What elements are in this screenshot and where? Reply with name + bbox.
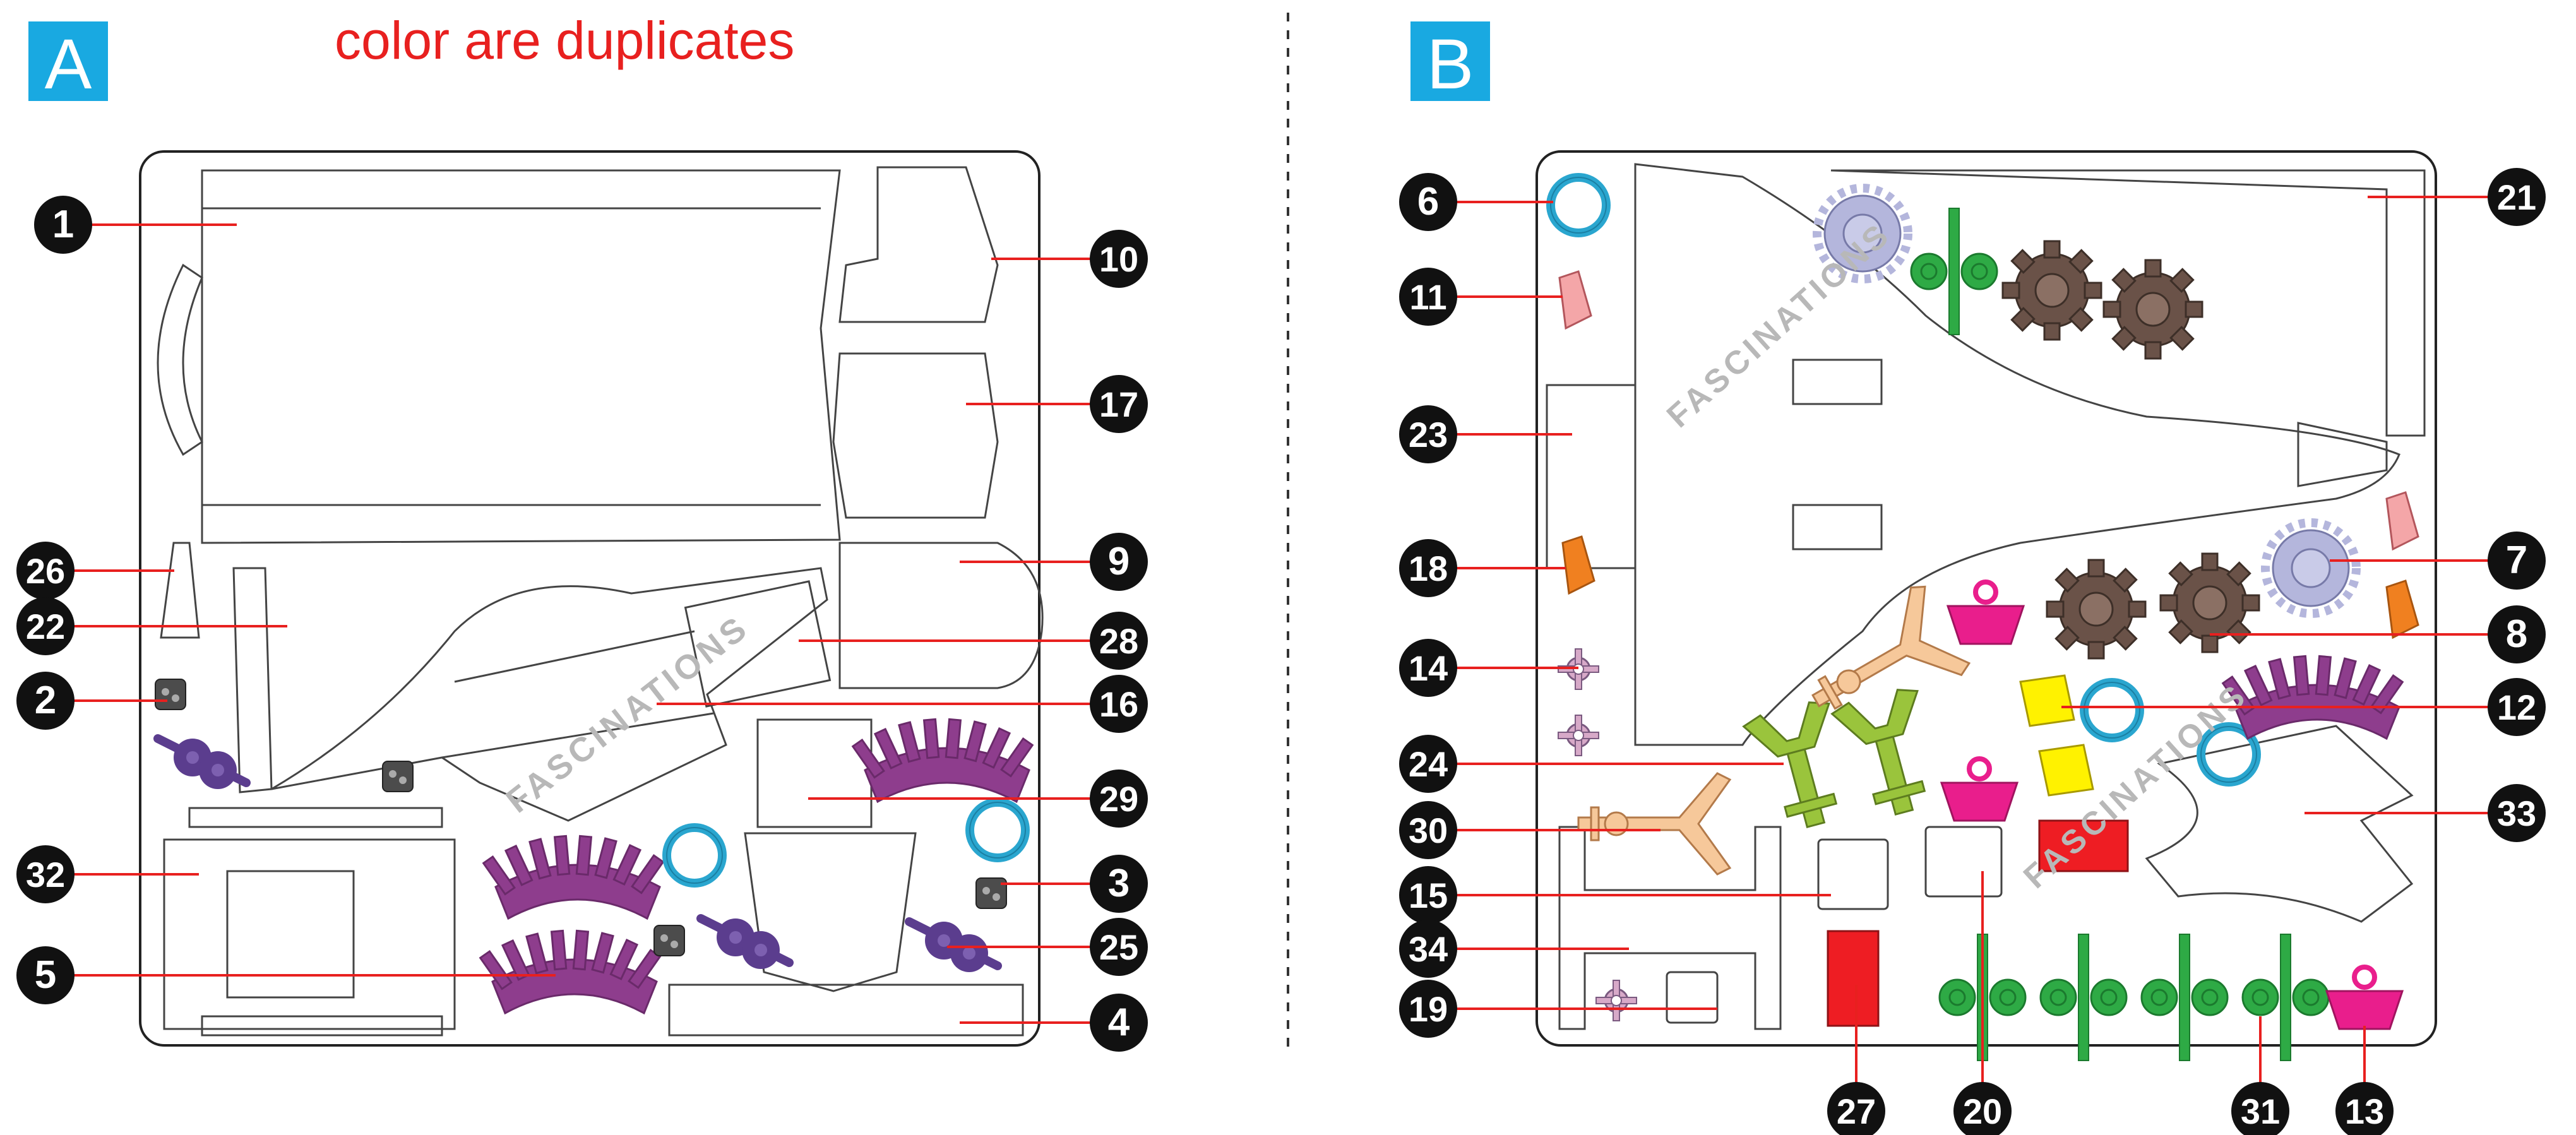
callout-number-19: 19 xyxy=(1409,989,1448,1029)
callout-number-33: 33 xyxy=(2497,793,2536,833)
callout-number-30: 30 xyxy=(1409,811,1448,850)
sheet-b-letter: B xyxy=(1427,25,1474,104)
callout-number-10: 10 xyxy=(1099,239,1138,279)
dark-gear-piece-a4 xyxy=(654,925,684,956)
dark-gear-piece-a1 xyxy=(155,679,186,710)
callout-number-22: 22 xyxy=(26,607,65,646)
callout-number-6: 6 xyxy=(1417,180,1439,223)
brown-b-gear-b1 xyxy=(2003,241,2101,340)
callout-number-5: 5 xyxy=(35,953,56,997)
duplicate-color-caption: color are duplicates xyxy=(335,11,794,70)
callout-number-13: 13 xyxy=(2345,1091,2384,1131)
yellow-box-piece-b1 xyxy=(2020,675,2074,726)
callout-number-11: 11 xyxy=(1409,277,1446,317)
yellow-box-piece-b2 xyxy=(2039,745,2093,795)
callout-number-14: 14 xyxy=(1409,648,1448,688)
callout-number-32: 32 xyxy=(26,855,65,894)
callout-number-28: 28 xyxy=(1099,621,1138,661)
callout-number-31: 31 xyxy=(2241,1091,2280,1131)
callout-number-1: 1 xyxy=(52,203,74,246)
callout-number-17: 17 xyxy=(1099,384,1138,424)
red-box-piece-b2 xyxy=(1828,931,1878,1026)
callout-number-3: 3 xyxy=(1108,862,1130,905)
callout-number-16: 16 xyxy=(1099,684,1138,724)
sheet-b: B xyxy=(1399,21,2546,1135)
callout-number-12: 12 xyxy=(2497,687,2536,727)
sheet-a: A color are duplicates xyxy=(16,11,1148,1052)
sheet-a-letter: A xyxy=(45,25,92,104)
callout-number-34: 34 xyxy=(1409,929,1448,969)
callout-number-15: 15 xyxy=(1409,876,1448,915)
brown-b-gear-b4 xyxy=(2161,554,2259,652)
callout-number-26: 26 xyxy=(26,551,65,591)
callout-number-24: 24 xyxy=(1409,744,1448,784)
brown-b-gear-b2 xyxy=(2104,260,2202,359)
callout-number-20: 20 xyxy=(1963,1091,2002,1131)
brown-b-gear-b3 xyxy=(2047,560,2145,658)
callout-number-9: 9 xyxy=(1108,540,1130,583)
callout-number-23: 23 xyxy=(1409,415,1448,455)
callout-number-7: 7 xyxy=(2506,538,2527,582)
callout-number-27: 27 xyxy=(1837,1091,1876,1131)
callout-number-18: 18 xyxy=(1409,549,1448,588)
callout-number-4: 4 xyxy=(1108,1001,1130,1044)
dark-gear-piece-a2 xyxy=(383,761,413,792)
callout-number-8: 8 xyxy=(2506,612,2527,656)
callout-number-25: 25 xyxy=(1099,927,1138,967)
callout-number-2: 2 xyxy=(35,679,56,722)
callout-number-21: 21 xyxy=(2497,177,2536,217)
callout-number-29: 29 xyxy=(1099,779,1138,819)
